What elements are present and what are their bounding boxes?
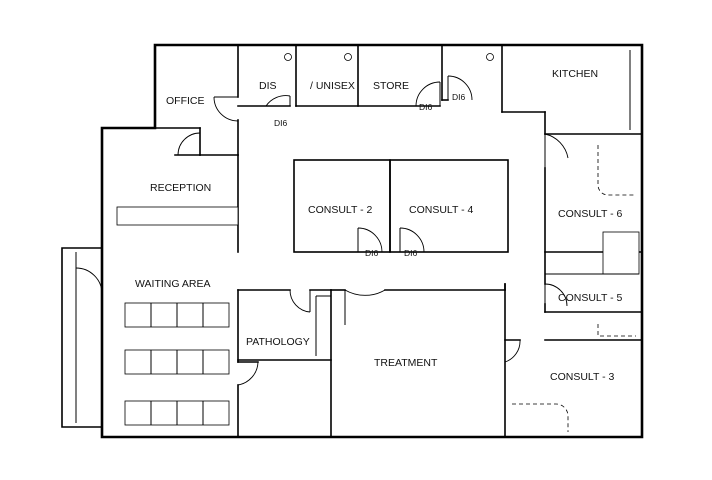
dashed-desks xyxy=(512,145,640,432)
entry-vestibule xyxy=(61,247,103,428)
label-consult-3: CONSULT - 3 xyxy=(550,371,615,383)
label-store: STORE xyxy=(373,80,409,92)
interior-walls xyxy=(154,44,643,438)
label-waiting-area: WAITING AREA xyxy=(135,278,210,290)
label-kitchen: KITCHEN xyxy=(552,68,598,80)
label-consult-4: CONSULT - 4 xyxy=(409,204,474,216)
door-tag-corridor: DI6 xyxy=(452,92,466,102)
door-tag-dis: DI6 xyxy=(274,118,288,128)
label-pathology: PATHOLOGY xyxy=(246,336,310,348)
door-tags: DI6 DI6 DI6 DI6 DI6 xyxy=(274,92,466,258)
label-office: OFFICE xyxy=(166,95,205,107)
door-tag-consult-4: DI6 xyxy=(404,248,418,258)
room-labels: OFFICE DIS / UNISEX STORE KITCHEN RECEPT… xyxy=(135,68,623,383)
label-reception: RECEPTION xyxy=(150,182,211,194)
door-tag-store: DI6 xyxy=(419,102,433,112)
label-treatment: TREATMENT xyxy=(374,357,438,369)
door-tag-consult-2: DI6 xyxy=(365,248,379,258)
label-dis: DIS xyxy=(259,80,277,92)
label-consult-5: CONSULT - 5 xyxy=(558,292,623,304)
label-unisex: / UNISEX xyxy=(310,80,355,92)
label-consult-2: CONSULT - 2 xyxy=(308,204,373,216)
door-swings xyxy=(177,75,569,386)
waiting-chairs xyxy=(124,302,230,426)
label-consult-6: CONSULT - 6 xyxy=(558,208,623,220)
fixtures xyxy=(116,50,631,226)
